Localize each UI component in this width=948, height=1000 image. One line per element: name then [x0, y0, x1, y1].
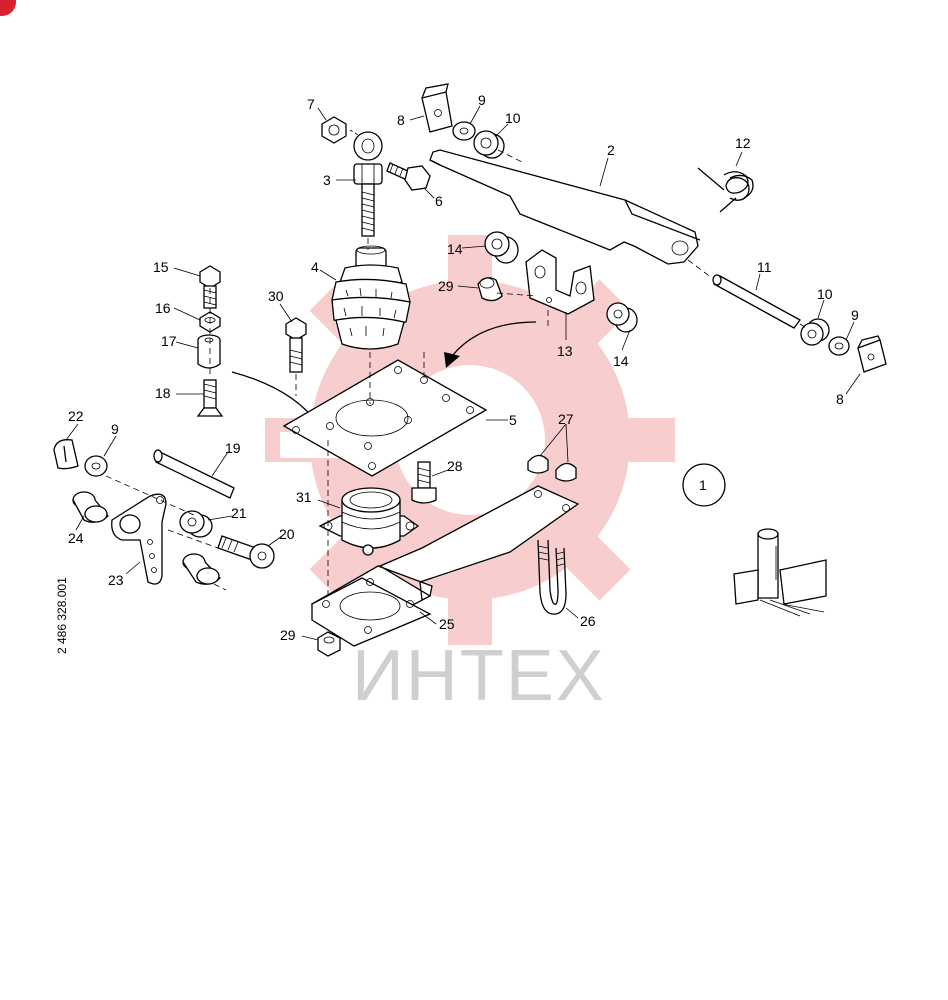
- part-10-bushing-right: [800, 318, 830, 346]
- part-23-lever: [111, 493, 167, 585]
- part-14-bushing-right: [606, 302, 638, 333]
- callout-27: 27: [558, 411, 574, 427]
- callout-10-right: 10: [817, 286, 833, 302]
- part-27-cap-nuts: [527, 454, 577, 482]
- callout-2: 2: [607, 142, 615, 158]
- callout-18: 18: [155, 385, 171, 401]
- part-19-pin: [153, 449, 235, 499]
- callout-29-lower: 29: [280, 627, 296, 643]
- part-6-bolt: [386, 162, 431, 191]
- callout-7: 7: [307, 96, 315, 112]
- callout-8-top: 8: [397, 112, 405, 128]
- callout-12: 12: [735, 135, 751, 151]
- part-18-countersunk-bolt: [196, 379, 224, 417]
- callout-19: 19: [225, 440, 241, 456]
- drawing-code: 2 486 328.001: [55, 577, 69, 654]
- callout-10-top: 10: [505, 110, 521, 126]
- detail-callout-number: 1: [699, 477, 707, 493]
- callout-24: 24: [68, 530, 84, 546]
- part-28-bolt: [411, 461, 437, 504]
- part-8-clip-top: [421, 83, 453, 133]
- callout-17: 17: [161, 333, 177, 349]
- part-24-bushing: [72, 491, 109, 523]
- callout-13: 13: [557, 343, 573, 359]
- part-7-nut: [321, 116, 347, 144]
- callout-labels: 2 3 4 5 6 7 8 8 9 9 9 10 10 11 12 13 14 …: [68, 92, 859, 643]
- part-29-nut-lower: [317, 631, 341, 657]
- part-3-eye-bolt: [353, 131, 383, 237]
- watermark-text: ИНТЕХ: [352, 636, 606, 716]
- part-15-bolt: [199, 265, 221, 309]
- part-26-u-bolt: [537, 539, 567, 615]
- arrow-right: [451, 321, 537, 357]
- callout-6: 6: [435, 193, 443, 209]
- callout-9-top: 9: [478, 92, 486, 108]
- callout-3: 3: [323, 172, 331, 188]
- part-22-clip: [53, 439, 79, 470]
- part-11-shaft: [712, 274, 801, 329]
- callout-9-left: 9: [111, 421, 119, 437]
- part-29-cap-nut-upper: [477, 277, 503, 302]
- callout-11: 11: [757, 259, 772, 275]
- part-24-bushing-second: [182, 553, 221, 585]
- part-31-housing: [318, 487, 420, 556]
- callout-8-right: 8: [836, 391, 844, 407]
- part-17-spacer: [197, 334, 221, 369]
- leader-lines: [65, 105, 861, 641]
- callout-5: 5: [509, 412, 517, 428]
- callout-20: 20: [279, 526, 295, 542]
- part-13-bracket: [525, 249, 595, 315]
- detail-view: 1: [682, 463, 827, 617]
- part-10-bushing-top: [473, 130, 505, 159]
- callout-23: 23: [108, 572, 124, 588]
- callout-16: 16: [155, 300, 171, 316]
- callout-29-upper: 29: [438, 278, 454, 294]
- callout-26: 26: [580, 613, 596, 629]
- callout-31: 31: [296, 489, 312, 505]
- part-14-bushing-left: [484, 231, 519, 264]
- part-2-pedal-arm: [429, 149, 701, 265]
- callout-15: 15: [153, 259, 169, 275]
- callout-22: 22: [68, 408, 84, 424]
- callout-9-right: 9: [851, 307, 859, 323]
- callout-28: 28: [447, 458, 463, 474]
- corner-badge: [0, 0, 16, 16]
- part-21-bushing: [179, 510, 213, 538]
- part-9-washer-top: [452, 121, 476, 141]
- callout-30: 30: [268, 288, 284, 304]
- part-8-clip-right: [857, 335, 887, 373]
- part-5-mounting-plate: [282, 359, 488, 477]
- part-25-lower-bracket: [310, 485, 580, 647]
- part-30-bolt: [285, 317, 307, 373]
- part-9-washer-left: [84, 455, 108, 477]
- detail-callout-circle: [682, 463, 726, 507]
- part-12-spring: [697, 167, 754, 213]
- callout-21: 21: [231, 505, 247, 521]
- assembly-lines: [105, 129, 807, 598]
- callout-25: 25: [439, 616, 455, 632]
- part-9-washer-right: [828, 336, 850, 356]
- part-4-rubber-boot: [331, 245, 411, 350]
- part-20-pin: [217, 535, 275, 569]
- callout-14-right: 14: [613, 353, 629, 369]
- callout-14-left: 14: [447, 241, 463, 257]
- callout-4: 4: [311, 259, 319, 275]
- arrow-right-head: [444, 352, 460, 368]
